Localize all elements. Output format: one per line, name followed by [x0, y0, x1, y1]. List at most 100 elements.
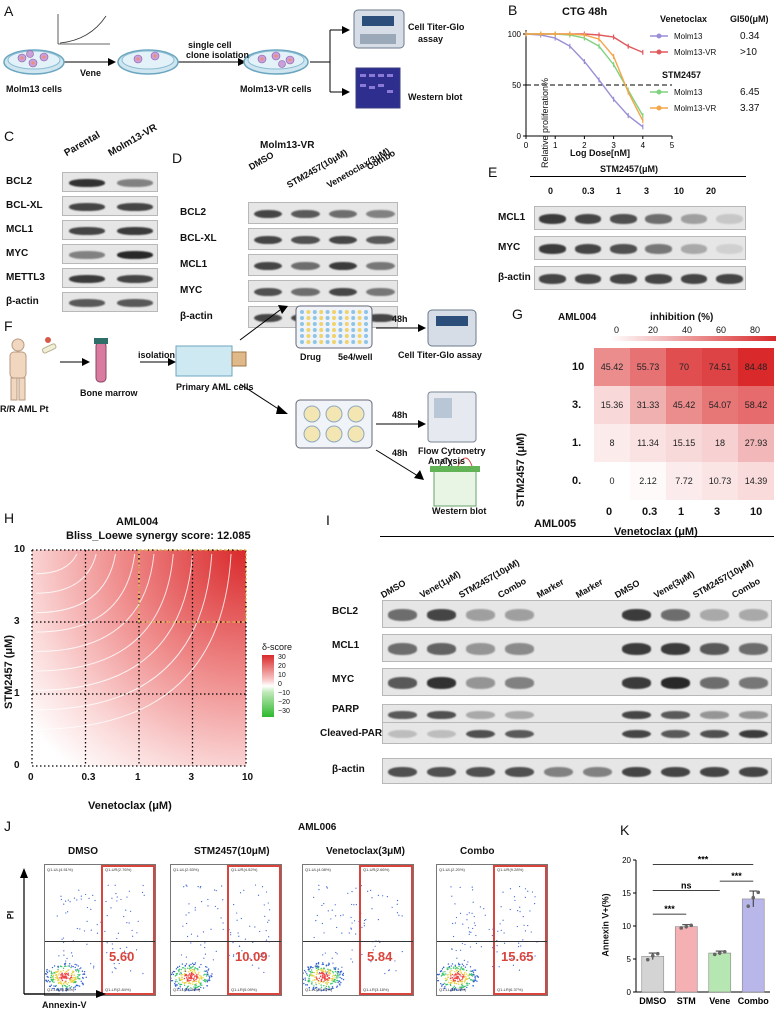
g-ylabel: STM2457 (μM)	[514, 433, 527, 507]
flow-dot	[190, 969, 192, 972]
well	[364, 310, 368, 314]
annexin-gate	[359, 865, 413, 995]
clone-isolation-label: clone isolation	[186, 50, 250, 60]
e-title: STM2457(μM)	[600, 164, 659, 174]
flow-dot	[61, 986, 64, 988]
flow-dot	[341, 977, 343, 980]
flow-dot	[208, 979, 211, 982]
flow-dot	[52, 978, 55, 981]
flow-dot	[330, 918, 332, 920]
flow-dot	[185, 956, 187, 958]
well	[312, 322, 317, 326]
flow-dot	[215, 950, 217, 952]
flow-dot	[322, 962, 324, 964]
i-col-label: Vene(3μM)	[652, 568, 696, 600]
well	[357, 310, 362, 314]
flow-dot	[183, 977, 186, 980]
flow-dot	[186, 980, 188, 983]
flow-dot	[497, 930, 499, 932]
flow-dot	[183, 984, 186, 987]
flow-dot	[172, 973, 175, 976]
flow-dot	[243, 889, 245, 891]
flow-dot	[49, 981, 51, 983]
flow-dot	[331, 979, 333, 981]
flow-dot	[320, 978, 323, 981]
flow-dot	[177, 969, 180, 971]
flow-dot	[55, 973, 58, 976]
blot-band	[328, 287, 357, 297]
blot-band	[609, 214, 637, 224]
flow-dot	[65, 987, 67, 990]
flow-dot	[69, 978, 71, 980]
d-row-label: MCL1	[180, 259, 208, 270]
flow-dot	[401, 915, 403, 917]
flow-dot	[71, 972, 73, 975]
flow-dot	[315, 965, 317, 968]
flow-dot	[262, 953, 264, 955]
flow-dot	[260, 955, 262, 958]
k-sig-label: ***	[664, 904, 675, 914]
blot-band	[328, 261, 357, 271]
flow-dot	[63, 954, 65, 956]
flow-dot	[324, 979, 326, 981]
flow-dot	[324, 952, 326, 954]
flow-dot	[450, 965, 452, 967]
flow-dot	[62, 977, 65, 979]
flow-dot	[173, 970, 176, 973]
flow-dot	[527, 924, 529, 927]
i-row-label: MCL1	[332, 640, 360, 651]
flow-dot	[249, 957, 251, 959]
flow-dot	[360, 885, 363, 887]
h-contour	[35, 553, 213, 711]
flow-dot	[185, 884, 187, 886]
molm13-label: Molm13 cells	[6, 84, 63, 94]
flow-dot	[62, 967, 65, 969]
well	[300, 316, 304, 320]
flow-dot	[470, 931, 472, 933]
panel-label-j: J	[4, 818, 11, 834]
flow-dot	[65, 970, 68, 973]
flow-dot	[199, 974, 201, 977]
flow-dot	[184, 975, 186, 977]
flow-dot	[465, 977, 467, 979]
flow-dot	[336, 979, 339, 982]
apoptosis-value: 5.84	[367, 949, 393, 964]
well	[325, 340, 330, 344]
well	[344, 316, 349, 320]
blot-band	[609, 244, 637, 254]
flow-dot	[371, 897, 373, 899]
flow-dot	[327, 968, 329, 971]
flow-dot	[453, 982, 456, 984]
flow-dot	[468, 977, 471, 979]
flow-dot	[464, 971, 466, 974]
flow-dot	[465, 973, 468, 975]
flow-dot	[65, 965, 67, 968]
flow-dot	[65, 972, 68, 975]
flow-dot	[193, 986, 195, 988]
flow-dot	[86, 920, 88, 922]
flow-dot	[473, 974, 475, 976]
flow-dot	[80, 980, 82, 983]
blot-band	[621, 643, 652, 655]
flow-dot	[200, 975, 202, 978]
well	[312, 340, 317, 344]
flow-dot	[178, 978, 181, 980]
flow-dot	[60, 976, 62, 978]
h-contour	[35, 553, 97, 594]
flow-dot	[468, 931, 471, 933]
flow-dot	[182, 967, 185, 969]
flow-dot	[191, 981, 194, 983]
flow-dot	[129, 951, 131, 953]
flow-dot	[183, 886, 185, 888]
flow-dot	[502, 891, 504, 893]
h-title: AML004	[116, 516, 159, 528]
well	[312, 316, 317, 320]
flow-dot	[316, 966, 319, 968]
well	[344, 328, 349, 332]
flow-dot	[60, 988, 62, 990]
well	[300, 334, 304, 338]
flow-dot	[75, 981, 77, 983]
flow-dot	[175, 984, 177, 986]
flow-dot	[57, 966, 59, 968]
